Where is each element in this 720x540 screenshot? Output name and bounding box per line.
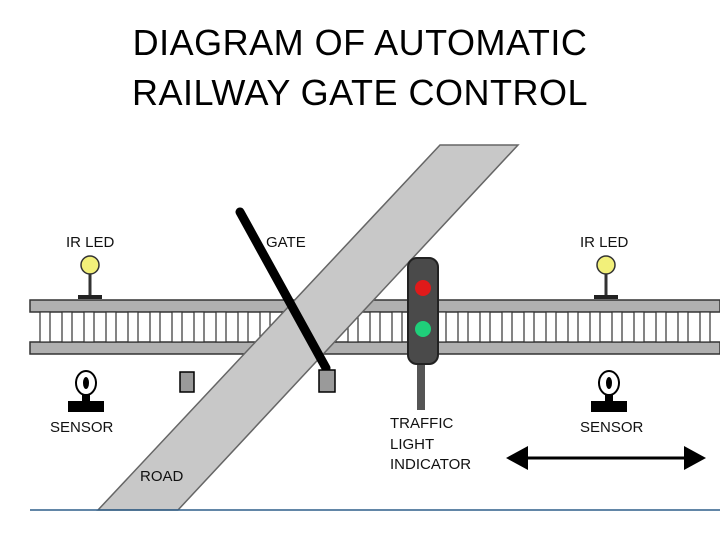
gate-post <box>318 369 336 393</box>
ir-led-icon <box>78 255 102 299</box>
label-traffic-2: LIGHT <box>390 436 434 453</box>
label-traffic-1: TRAFFIC <box>390 415 453 432</box>
track-sleepers <box>39 311 711 343</box>
label-ir-led-right: IR LED <box>580 234 629 251</box>
gate-post-left <box>179 371 195 393</box>
track-sleeper <box>193 311 205 343</box>
label-traffic-3: INDICATOR <box>390 456 471 473</box>
railway-track <box>29 299 720 355</box>
track-sleeper <box>215 311 227 343</box>
track-sleeper <box>237 311 249 343</box>
track-sleeper <box>567 311 579 343</box>
label-gate: GATE <box>266 234 306 251</box>
label-sensor-right: SENSOR <box>580 419 644 436</box>
sensor-icon <box>591 370 627 412</box>
label-ir-led-left: IR LED <box>66 234 115 251</box>
label-road: ROAD <box>140 468 184 485</box>
gate-barrier-icon <box>235 207 331 373</box>
track-sleeper <box>83 311 95 343</box>
track-sleeper <box>545 311 557 343</box>
track-sleeper <box>171 311 183 343</box>
track-sleeper <box>655 311 667 343</box>
ir-led-icon <box>594 255 618 299</box>
title-line-1: DIAGRAM OF AUTOMATIC <box>132 22 588 63</box>
track-sleeper <box>699 311 711 343</box>
track-sleeper <box>589 311 601 343</box>
track-sleeper <box>611 311 623 343</box>
track-sleeper <box>677 311 689 343</box>
green-light <box>415 321 431 337</box>
track-sleeper <box>501 311 513 343</box>
title-line-2: RAILWAY GATE CONTROL <box>131 72 589 113</box>
sensor-icon <box>68 370 104 412</box>
track-sleeper <box>61 311 73 343</box>
track-sleeper <box>39 311 51 343</box>
label-sensor-left: SENSOR <box>50 419 114 436</box>
track-sleeper <box>457 311 469 343</box>
track-sleeper <box>633 311 645 343</box>
track-sleeper <box>479 311 491 343</box>
track-sleeper <box>369 311 381 343</box>
track-sleeper <box>127 311 139 343</box>
track-sleeper <box>105 311 117 343</box>
traffic-light-icon <box>407 257 439 410</box>
track-sleeper <box>523 311 535 343</box>
double-arrow-icon <box>506 446 706 470</box>
red-light <box>415 280 431 296</box>
track-sleeper <box>149 311 161 343</box>
track-sleeper <box>391 311 403 343</box>
